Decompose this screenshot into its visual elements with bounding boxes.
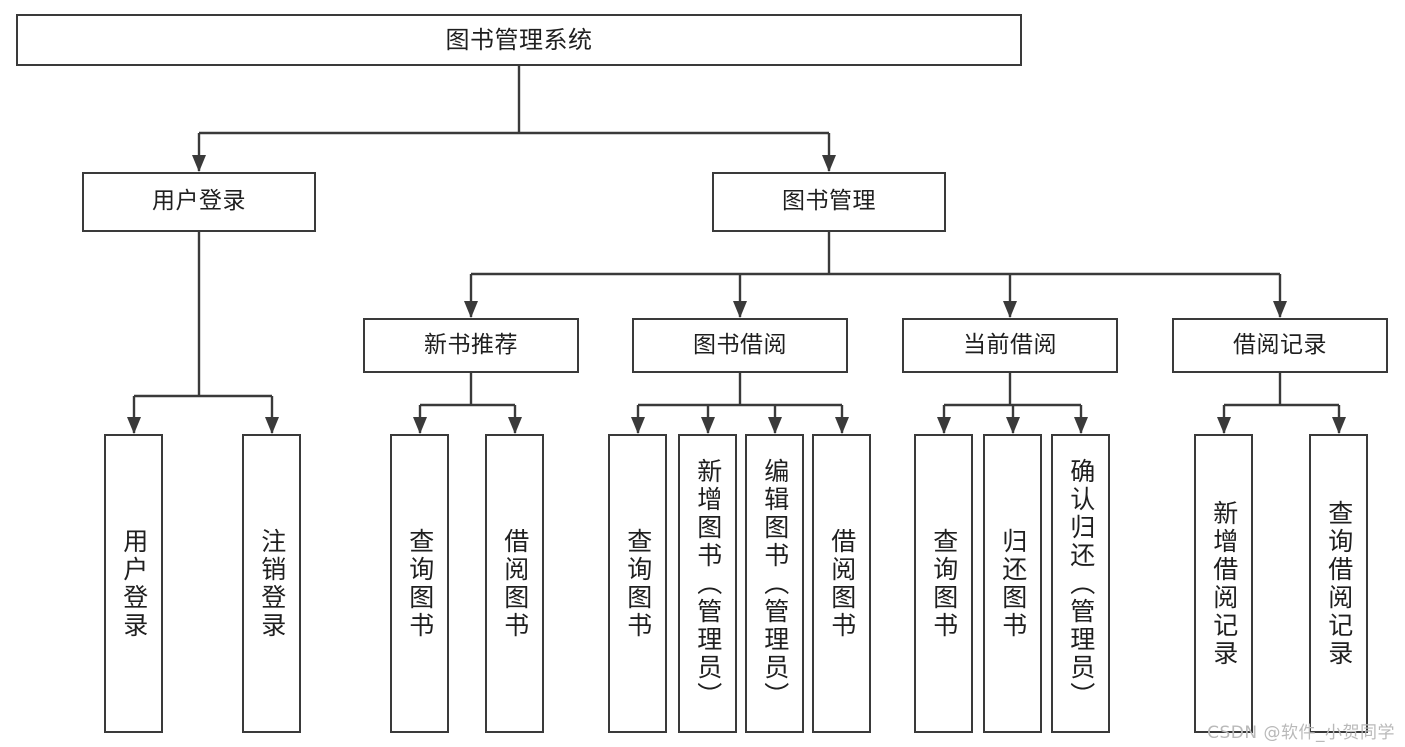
- conn-book-borrow-arrow-3: [835, 417, 849, 434]
- node-label-leaf-query-book-recommend: 查询图书: [405, 527, 435, 640]
- node-label-leaf-borrow-book: 借阅图书: [827, 527, 857, 640]
- csdn-watermark: CSDN @软件_小贺同学: [1207, 723, 1395, 743]
- conn-user-login-arrow-1: [265, 417, 279, 434]
- node-leaf-add-borrow-record[interactable]: 新增借阅记录: [1194, 434, 1253, 733]
- conn-book-management-arrow-2: [1003, 301, 1017, 318]
- node-root[interactable]: 图书管理系统: [16, 14, 1022, 66]
- conn-root-arrow-0: [192, 155, 206, 172]
- node-label-borrow-record: 借阅记录: [1233, 331, 1327, 358]
- conn-book-management-arrow-3: [1273, 301, 1287, 318]
- conn-root-arrow-1: [822, 155, 836, 172]
- conn-new-book-recommend-arrow-1: [508, 417, 522, 434]
- conn-new-book-recommend-arrow-0: [413, 417, 427, 434]
- node-label-user-login: 用户登录: [152, 188, 246, 215]
- conn-book-management-arrow-0: [464, 301, 478, 318]
- node-user-login[interactable]: 用户登录: [82, 172, 316, 232]
- node-book-borrow[interactable]: 图书借阅: [632, 318, 848, 373]
- node-book-management[interactable]: 图书管理: [712, 172, 946, 232]
- node-leaf-query-borrow-record[interactable]: 查询借阅记录: [1309, 434, 1368, 733]
- node-label-leaf-query-borrow-record: 查询借阅记录: [1324, 499, 1354, 668]
- conn-current-borrow-arrow-1: [1006, 417, 1020, 434]
- node-label-leaf-return-book: 归还图书: [998, 527, 1028, 640]
- node-label-leaf-confirm-return-admin: 确认归还（管理员）: [1066, 457, 1096, 710]
- node-current-borrow[interactable]: 当前借阅: [902, 318, 1118, 373]
- node-label-leaf-borrow-book-recommend: 借阅图书: [500, 527, 530, 640]
- node-new-book-recommend[interactable]: 新书推荐: [363, 318, 579, 373]
- conn-book-borrow-arrow-0: [631, 417, 645, 434]
- conn-borrow-record-arrow-1: [1332, 417, 1346, 434]
- conn-borrow-record-arrow-0: [1217, 417, 1231, 434]
- node-label-leaf-add-book-admin: 新增图书（管理员）: [693, 457, 723, 710]
- node-leaf-return-book[interactable]: 归还图书: [983, 434, 1042, 733]
- node-leaf-query-book-recommend[interactable]: 查询图书: [390, 434, 449, 733]
- node-leaf-query-book-borrow[interactable]: 查询图书: [608, 434, 667, 733]
- conn-current-borrow-arrow-0: [937, 417, 951, 434]
- conn-user-login-arrow-0: [127, 417, 141, 434]
- node-label-leaf-add-borrow-record: 新增借阅记录: [1209, 499, 1239, 668]
- node-label-leaf-logout: 注销登录: [257, 527, 287, 640]
- node-leaf-user-login[interactable]: 用户登录: [104, 434, 163, 733]
- node-leaf-logout[interactable]: 注销登录: [242, 434, 301, 733]
- node-leaf-query-book-current[interactable]: 查询图书: [914, 434, 973, 733]
- node-label-root: 图书管理系统: [445, 25, 593, 54]
- node-leaf-add-book-admin[interactable]: 新增图书（管理员）: [678, 434, 737, 733]
- node-label-leaf-query-book-borrow: 查询图书: [623, 527, 653, 640]
- node-label-new-book-recommend: 新书推荐: [424, 331, 518, 358]
- node-label-leaf-edit-book-admin: 编辑图书（管理员）: [760, 457, 790, 710]
- node-leaf-borrow-book-recommend[interactable]: 借阅图书: [485, 434, 544, 733]
- node-leaf-edit-book-admin[interactable]: 编辑图书（管理员）: [745, 434, 804, 733]
- node-label-leaf-user-login: 用户登录: [119, 527, 149, 640]
- node-label-book-borrow: 图书借阅: [693, 331, 787, 358]
- conn-book-management-arrow-1: [733, 301, 747, 318]
- node-label-current-borrow: 当前借阅: [963, 331, 1057, 358]
- conn-book-borrow-arrow-2: [768, 417, 782, 434]
- node-label-leaf-query-book-current: 查询图书: [929, 527, 959, 640]
- node-leaf-borrow-book[interactable]: 借阅图书: [812, 434, 871, 733]
- conn-current-borrow-arrow-2: [1074, 417, 1088, 434]
- node-leaf-confirm-return-admin[interactable]: 确认归还（管理员）: [1051, 434, 1110, 733]
- node-borrow-record[interactable]: 借阅记录: [1172, 318, 1388, 373]
- node-label-book-management: 图书管理: [782, 188, 876, 215]
- conn-book-borrow-arrow-1: [701, 417, 715, 434]
